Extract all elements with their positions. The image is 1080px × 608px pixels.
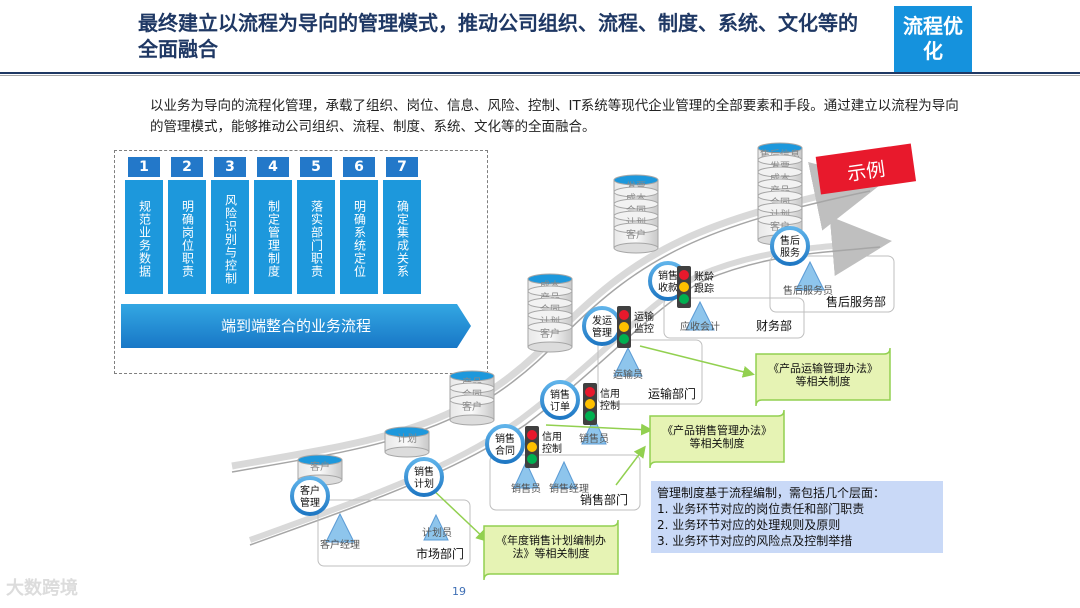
role-label: 销售员	[511, 482, 541, 495]
note-item: 2. 业务环节对应的处理规则及原则	[657, 517, 937, 533]
note-box: 管理制度基于流程编制，需包括几个层面： 1. 业务环节对应的岗位责任和部门职责 …	[651, 481, 943, 553]
role-label: 应收会计	[680, 320, 720, 333]
process-node-label: 销售收款	[658, 269, 678, 294]
regulation-scroll: 《产品运输管理办法》等相关制度	[756, 348, 890, 406]
department-label: 售后服务部	[826, 294, 886, 309]
process-node: 发运管理	[584, 308, 620, 344]
note-heading: 管理制度基于流程编制，需包括几个层面：	[657, 485, 937, 501]
role-label: 销售员	[579, 432, 609, 445]
department-label: 运输部门	[648, 386, 696, 401]
department-label: 市场部门	[416, 546, 464, 561]
process-node-label: 售后服务	[780, 234, 800, 259]
process-node: 客户管理	[292, 478, 328, 514]
process-node-label: 客户管理	[300, 484, 320, 509]
leader-line	[640, 346, 752, 374]
data-store-cylinder: 产品合同客户	[450, 371, 494, 425]
role-label: 客户经理	[320, 538, 360, 551]
control-label: 账龄跟踪	[694, 270, 714, 295]
data-store-cylinder: 发票成本合同计划客户	[614, 175, 658, 253]
regulation-scroll: 《年度销售计划编制办法》等相关制度	[484, 520, 618, 580]
process-node: 销售订单	[542, 382, 578, 418]
data-store-item: 客户	[540, 327, 560, 340]
data-store-item: 客户	[462, 400, 482, 413]
process-node-label: 销售订单	[550, 388, 570, 413]
example-tag: 示例	[816, 144, 916, 195]
page-number: 19	[452, 585, 466, 598]
traffic-light-icon: 信用控制	[525, 426, 562, 468]
role-label: 运输员	[613, 368, 643, 381]
role-label: 计划员	[422, 526, 452, 539]
process-node: 售后服务	[772, 228, 808, 264]
process-node-label: 发运管理	[592, 314, 612, 339]
department-label: 财务部	[756, 318, 792, 333]
traffic-light-icon: 信用控制	[583, 383, 620, 425]
process-node-label: 销售计划	[414, 465, 434, 490]
traffic-light-icon: 账龄跟踪	[677, 266, 714, 308]
data-store-cylinder: 成本产品合同计划客户	[528, 274, 572, 352]
department-label: 销售部门	[580, 492, 628, 507]
note-item: 3. 业务环节对应的风险点及控制举措	[657, 533, 937, 549]
process-node-label: 销售合同	[495, 432, 515, 457]
data-store-cylinder: 计划	[385, 427, 429, 457]
note-item: 1. 业务环节对应的岗位责任和部门职责	[657, 501, 937, 517]
role-triangle	[326, 514, 354, 542]
traffic-light-icon: 运输监控	[617, 306, 654, 348]
process-node: 销售计划	[406, 459, 442, 495]
data-store-item: 计划	[397, 432, 417, 445]
watermark: 大数跨境	[6, 574, 78, 600]
control-label: 运输监控	[634, 310, 654, 335]
control-label: 信用控制	[600, 388, 620, 412]
data-store-item: 客户	[310, 460, 330, 473]
process-node: 销售合同	[487, 426, 523, 462]
data-store-item: 客户	[626, 228, 646, 241]
regulation-scroll: 《产品销售管理办法》等相关制度	[650, 410, 784, 468]
control-label: 信用控制	[542, 431, 562, 455]
